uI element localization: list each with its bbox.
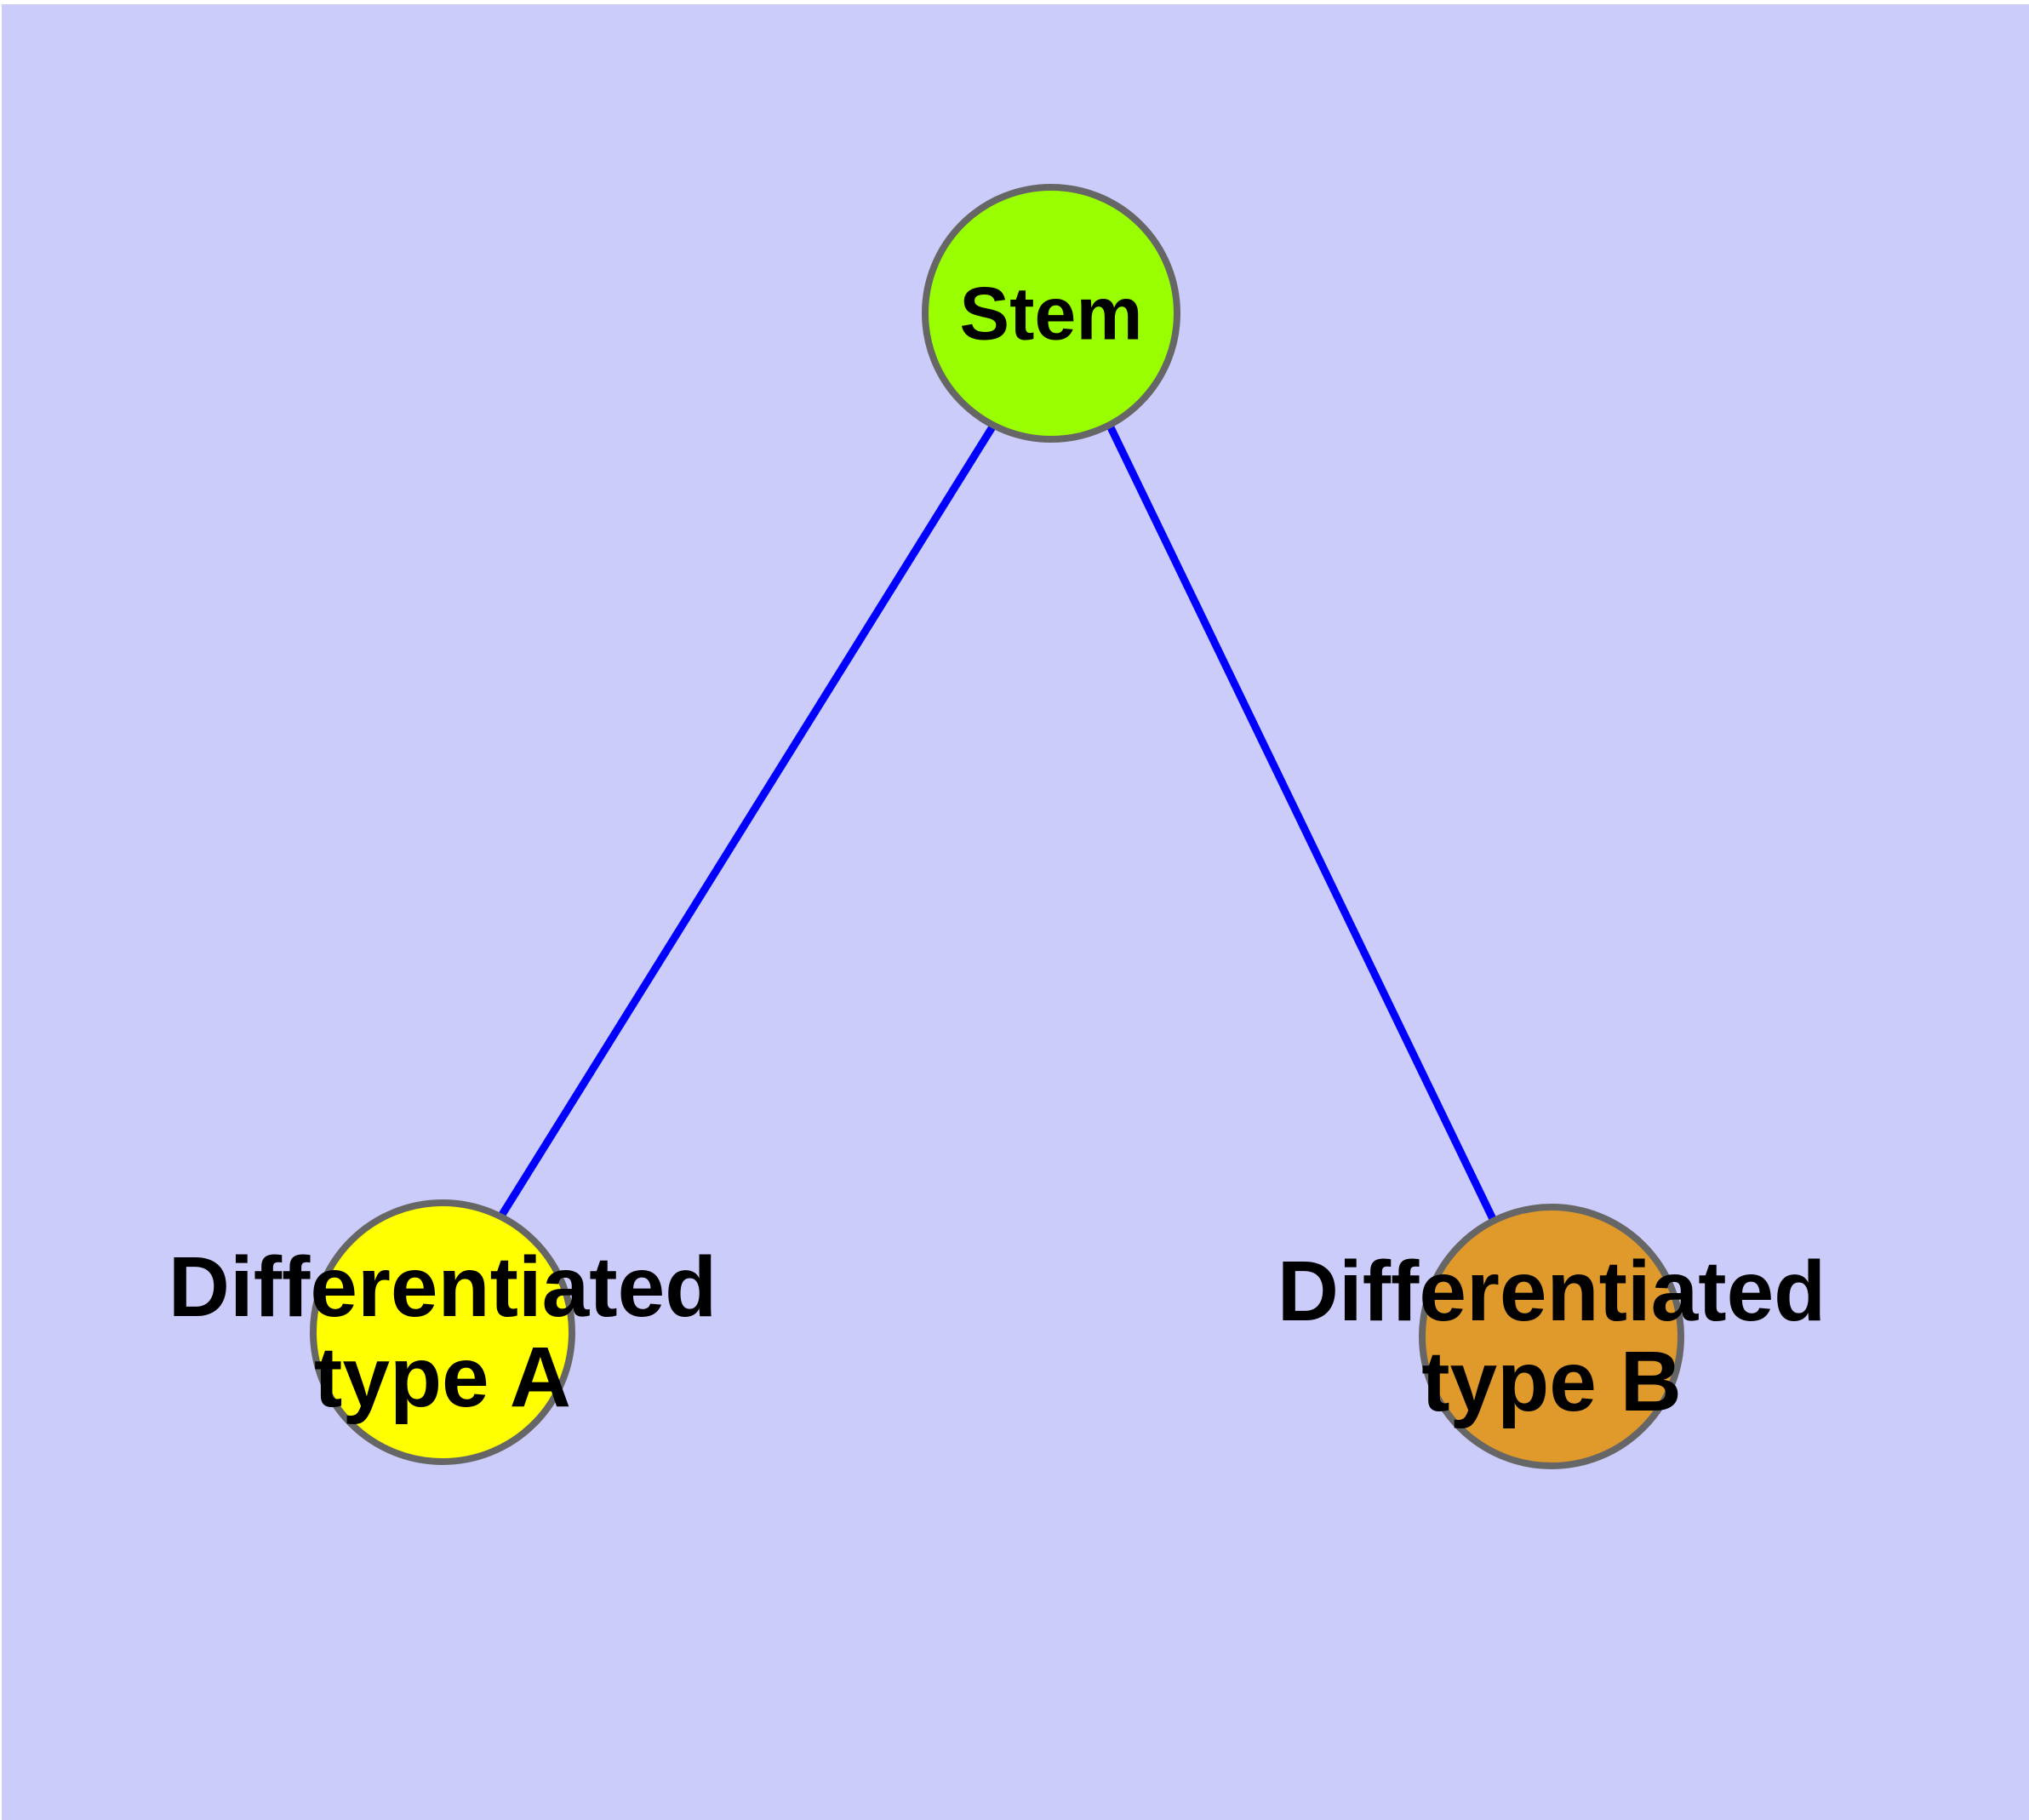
- node-differentiated-type-b[interactable]: [1419, 1204, 1684, 1469]
- node-layer: [310, 184, 1684, 1469]
- edge-stem-to-differentiated-type-a[interactable]: [497, 423, 997, 1220]
- edge-stem-to-differentiated-type-b[interactable]: [1106, 424, 1498, 1222]
- node-stem[interactable]: [922, 184, 1180, 443]
- node-differentiated-type-a[interactable]: [310, 1199, 575, 1465]
- edge-layer: [497, 423, 1498, 1222]
